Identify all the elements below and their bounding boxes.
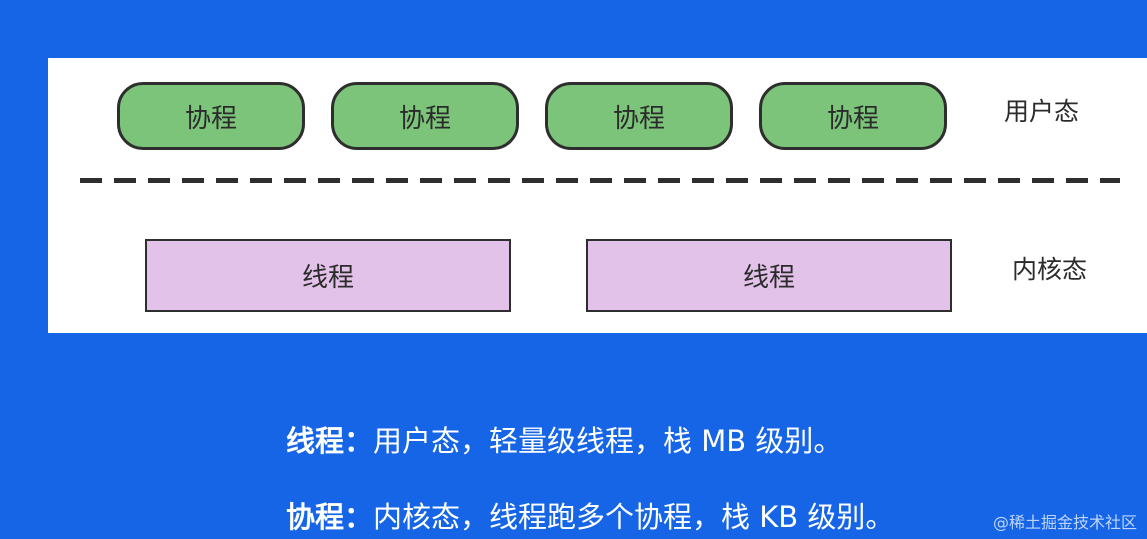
thread-box: 线程 bbox=[586, 239, 952, 312]
coroutine-box: 协程 bbox=[331, 82, 519, 150]
coroutine-box: 协程 bbox=[545, 82, 733, 150]
coroutine-label: 协程 bbox=[184, 103, 237, 134]
thread-note-term: 线程： bbox=[286, 424, 374, 458]
thread-box: 线程 bbox=[145, 239, 511, 312]
coroutine-label: 协程 bbox=[826, 103, 879, 134]
user-space-label: 用户态 bbox=[1004, 97, 1080, 126]
coroutine-label: 协程 bbox=[398, 103, 451, 134]
watermark: @稀土掘金技术社区 bbox=[992, 513, 1137, 532]
coroutine-note: 协程：内核态，线程跑多个协程，栈 KB 级别。 bbox=[286, 494, 894, 536]
thread-note: 线程：用户态，轻量级线程，栈 MB 级别。 bbox=[286, 418, 842, 460]
coroutine-label: 协程 bbox=[612, 103, 665, 134]
coroutine-box: 协程 bbox=[759, 82, 947, 150]
thread-note-text: 用户态，轻量级线程，栈 MB 级别。 bbox=[373, 424, 843, 458]
thread-label: 线程 bbox=[301, 263, 354, 293]
space-divider-dashed-line bbox=[80, 178, 1120, 183]
coroutine-note-term: 协程： bbox=[286, 500, 374, 534]
thread-label: 线程 bbox=[742, 263, 795, 293]
coroutine-box: 协程 bbox=[117, 82, 305, 150]
coroutine-note-text: 内核态，线程跑多个协程，栈 KB 级别。 bbox=[373, 500, 895, 534]
kernel-space-label: 内核态 bbox=[1012, 255, 1088, 284]
